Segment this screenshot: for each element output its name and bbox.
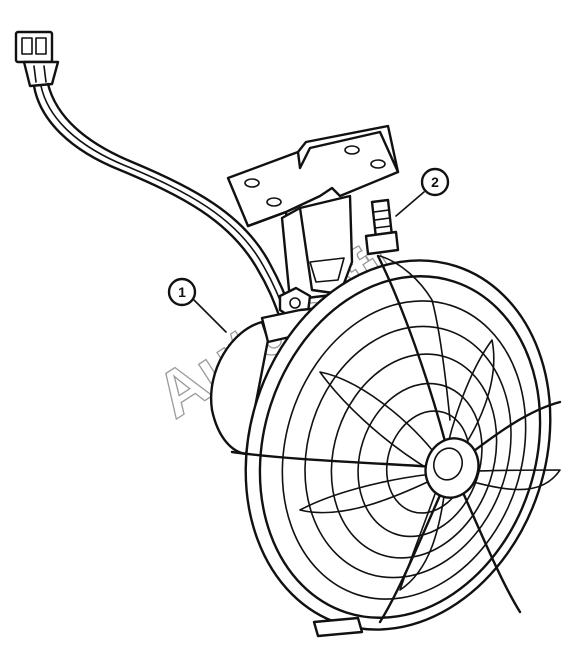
mounting-bolt: [364, 198, 400, 256]
wire-harness: [32, 82, 294, 320]
electrical-connector: [14, 30, 60, 88]
callout-2: 2: [395, 167, 450, 217]
callout-1-label: 1: [178, 284, 186, 300]
fan-hub: [424, 437, 480, 499]
fan-blades: [299, 339, 561, 591]
mounting-bracket: [226, 124, 400, 302]
callout-2-label: 2: [431, 174, 439, 190]
callout-1: 1: [167, 277, 227, 333]
guard-bottom-mount: [312, 616, 364, 638]
